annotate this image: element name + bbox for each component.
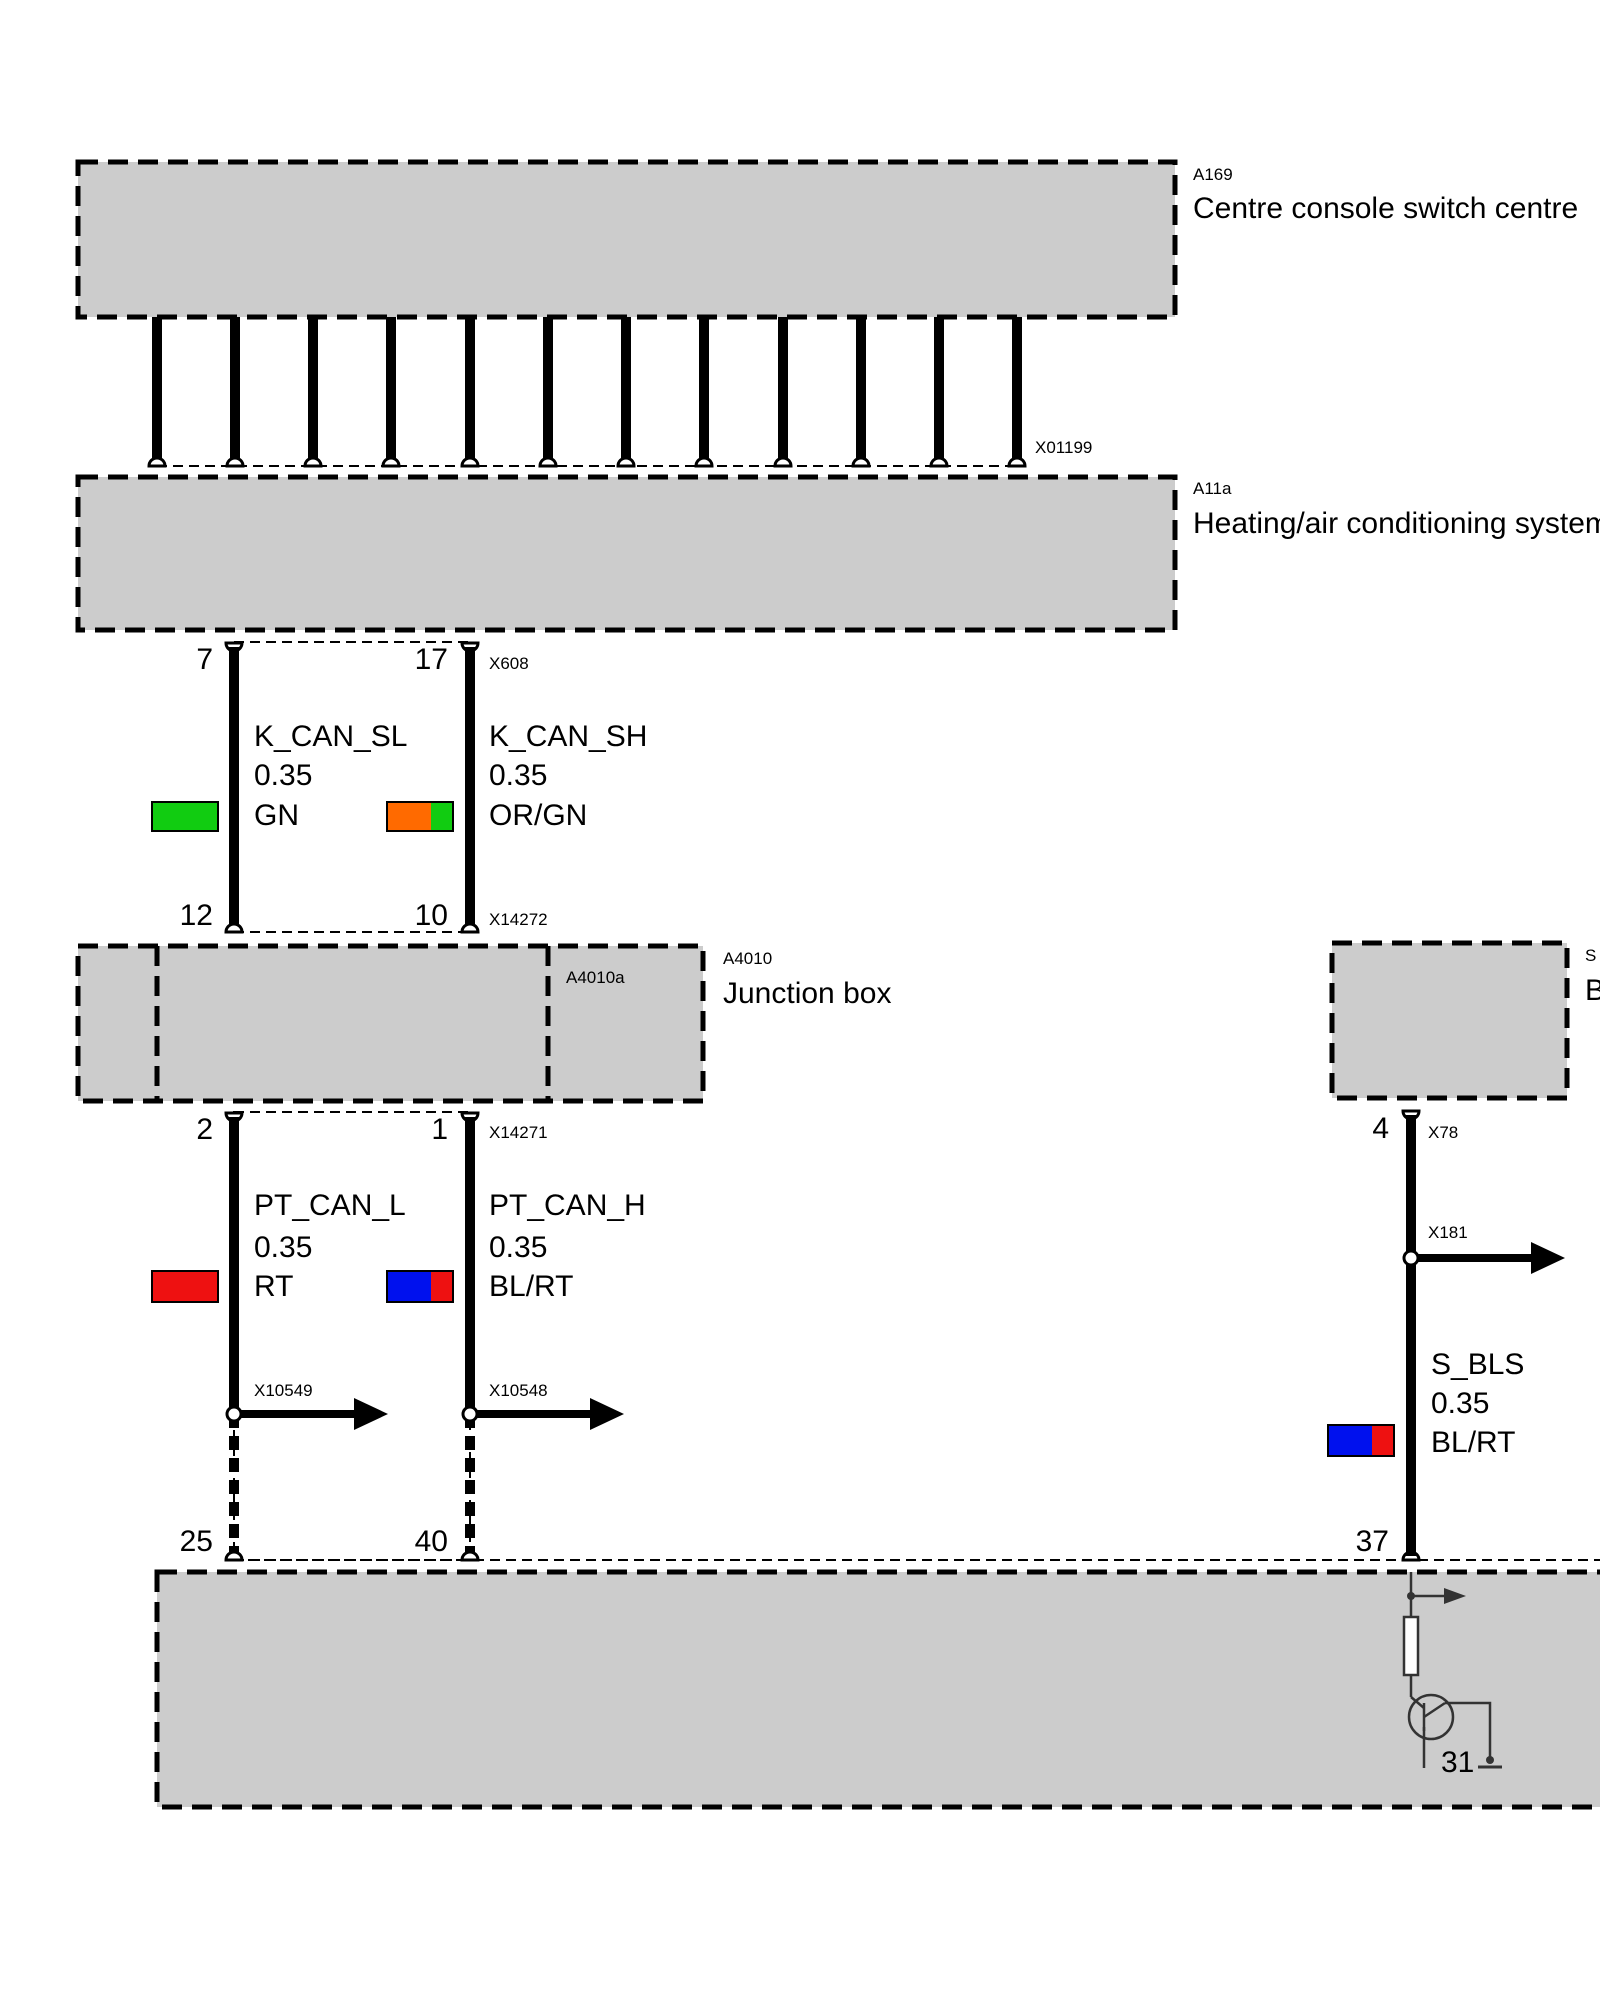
component-a11a-box[interactable] — [75, 474, 1178, 633]
connector-pin — [225, 456, 245, 468]
connector-pin — [851, 456, 871, 468]
splice-x10548[interactable] — [461, 1405, 479, 1423]
ground-point — [1486, 1756, 1494, 1764]
transistor-icon — [1407, 1693, 1455, 1741]
component-a169-name: Centre console switch centre — [1193, 192, 1578, 225]
component-a11a-name: Heating/air conditioning system — [1193, 507, 1600, 540]
wire-color-swatch — [386, 1270, 454, 1303]
transistor-emitter — [1423, 1701, 1446, 1719]
connector-pin — [303, 456, 323, 468]
splice-x10549[interactable] — [225, 1405, 243, 1423]
pin-10-label: 10 — [415, 899, 448, 932]
wire-k-can-sl-color-code: GN — [254, 799, 299, 832]
connector-pin — [460, 1550, 480, 1562]
internal-input-circuit: 31 — [1402, 1572, 1502, 1779]
pin-17-label: 17 — [415, 643, 448, 676]
wire-pt-can-h-size: 0.35 — [489, 1231, 547, 1264]
wire-k-can-sh-size: 0.35 — [489, 759, 547, 792]
connector-x14271-outline — [233, 1111, 471, 1561]
pin-25-label: 25 — [180, 1525, 213, 1558]
internal-line — [1445, 1701, 1492, 1762]
wire-color-swatch-primary — [1328, 1425, 1372, 1456]
connector-x78-label: X78 — [1428, 1123, 1458, 1142]
connector-pin — [381, 456, 401, 468]
wire-k-can-sl-size: 0.35 — [254, 759, 312, 792]
wire-pt-can-l-signal: PT_CAN_L — [254, 1189, 406, 1222]
pin-31-label: 31 — [1441, 1746, 1474, 1779]
pin-40-label: 40 — [415, 1525, 448, 1558]
wire-s-bls-signal: S_BLS — [1431, 1348, 1524, 1381]
connector-pin — [224, 922, 244, 934]
connector-x01199-pins — [147, 456, 1027, 468]
connector-pin — [773, 456, 793, 468]
pin-2-label: 2 — [196, 1113, 213, 1146]
pin-12-label: 12 — [180, 899, 213, 932]
wire-color-swatch-primary — [387, 1271, 431, 1302]
wire-s-bls-size: 0.35 — [1431, 1387, 1489, 1420]
connector-x608-label: X608 — [489, 654, 529, 673]
wire-color-swatch — [151, 801, 219, 832]
resistor-icon — [1402, 1615, 1420, 1677]
connector-x181-label: X181 — [1428, 1223, 1468, 1242]
component-a4010-box[interactable] — [75, 943, 706, 1104]
splice-x181[interactable] — [1402, 1249, 1420, 1267]
wire-color-swatch — [386, 801, 454, 832]
wire-k-can-sh-color-code: OR/GN — [489, 799, 587, 832]
wire-color-swatch-border — [1327, 1424, 1395, 1457]
connector-pin — [538, 456, 558, 468]
component-a4010a-label: A4010a — [566, 968, 625, 987]
pin-7-label: 7 — [196, 643, 213, 676]
wire-pt-can-l-size: 0.35 — [254, 1231, 312, 1264]
connector-x608-outline — [233, 641, 471, 933]
wire-pt-can-l-color-code: RT — [254, 1270, 293, 1303]
connector-pin — [694, 456, 714, 468]
bus-wires — [152, 317, 1022, 462]
connector-x01199-label: X01199 — [1035, 438, 1092, 457]
pin-4-label: 4 — [1372, 1112, 1389, 1145]
component-a4010-id: A4010 — [723, 949, 772, 968]
wire-color-swatch — [151, 1270, 219, 1303]
wire-s-bls-color-code: BL/RT — [1431, 1426, 1515, 1459]
branch-arrow-head — [1531, 1242, 1565, 1274]
connector-pin — [147, 456, 167, 468]
component-s-right-id: S — [1585, 946, 1596, 965]
component-a169-id: A169 — [1193, 165, 1233, 184]
connector-pin — [460, 922, 480, 934]
component-s-right-name: B — [1585, 974, 1600, 1007]
pin-37-label: 37 — [1356, 1525, 1389, 1558]
connector-pin — [460, 456, 480, 468]
internal-arrow-head — [1444, 1588, 1466, 1604]
component-a4010-name: Junction box — [723, 977, 891, 1010]
connector-pin — [224, 1550, 244, 1562]
wire-pt-can-h-color-code: BL/RT — [489, 1270, 573, 1303]
connector-x10548-label: X10548 — [489, 1381, 548, 1400]
component-s-right-box[interactable] — [1329, 940, 1570, 1101]
branch-arrow-head — [590, 1398, 624, 1430]
component-a169-box[interactable] — [75, 159, 1178, 320]
wire-pt-can-h-signal: PT_CAN_H — [489, 1189, 646, 1222]
pin-1-label: 1 — [431, 1113, 448, 1146]
connector-pin — [1007, 456, 1027, 468]
branch-arrow-head — [354, 1398, 388, 1430]
connector-x14272-label: X14272 — [489, 910, 548, 929]
wire-color-swatch-secondary — [1372, 1425, 1394, 1456]
wire-color-swatch-border — [386, 801, 454, 832]
connector-pin — [929, 456, 949, 468]
connector-x10549-label: X10549 — [254, 1381, 313, 1400]
control-unit-box[interactable] — [154, 1569, 1600, 1810]
wire-k-can-sl-signal: K_CAN_SL — [254, 720, 407, 753]
component-a11a-id: A11a — [1193, 479, 1232, 498]
transistor-collector — [1410, 1696, 1425, 1709]
wire-color-swatch-border — [386, 1270, 454, 1303]
connector-x14271-label: X14271 — [489, 1123, 548, 1142]
wire-color-swatch-secondary — [431, 802, 453, 831]
connector-pin — [616, 456, 636, 468]
wire-color-swatch — [1327, 1424, 1395, 1457]
wire-color-swatch-secondary — [431, 1271, 453, 1302]
wire-k-can-sh-signal: K_CAN_SH — [489, 720, 647, 753]
wire-color-swatch-primary — [387, 802, 431, 831]
